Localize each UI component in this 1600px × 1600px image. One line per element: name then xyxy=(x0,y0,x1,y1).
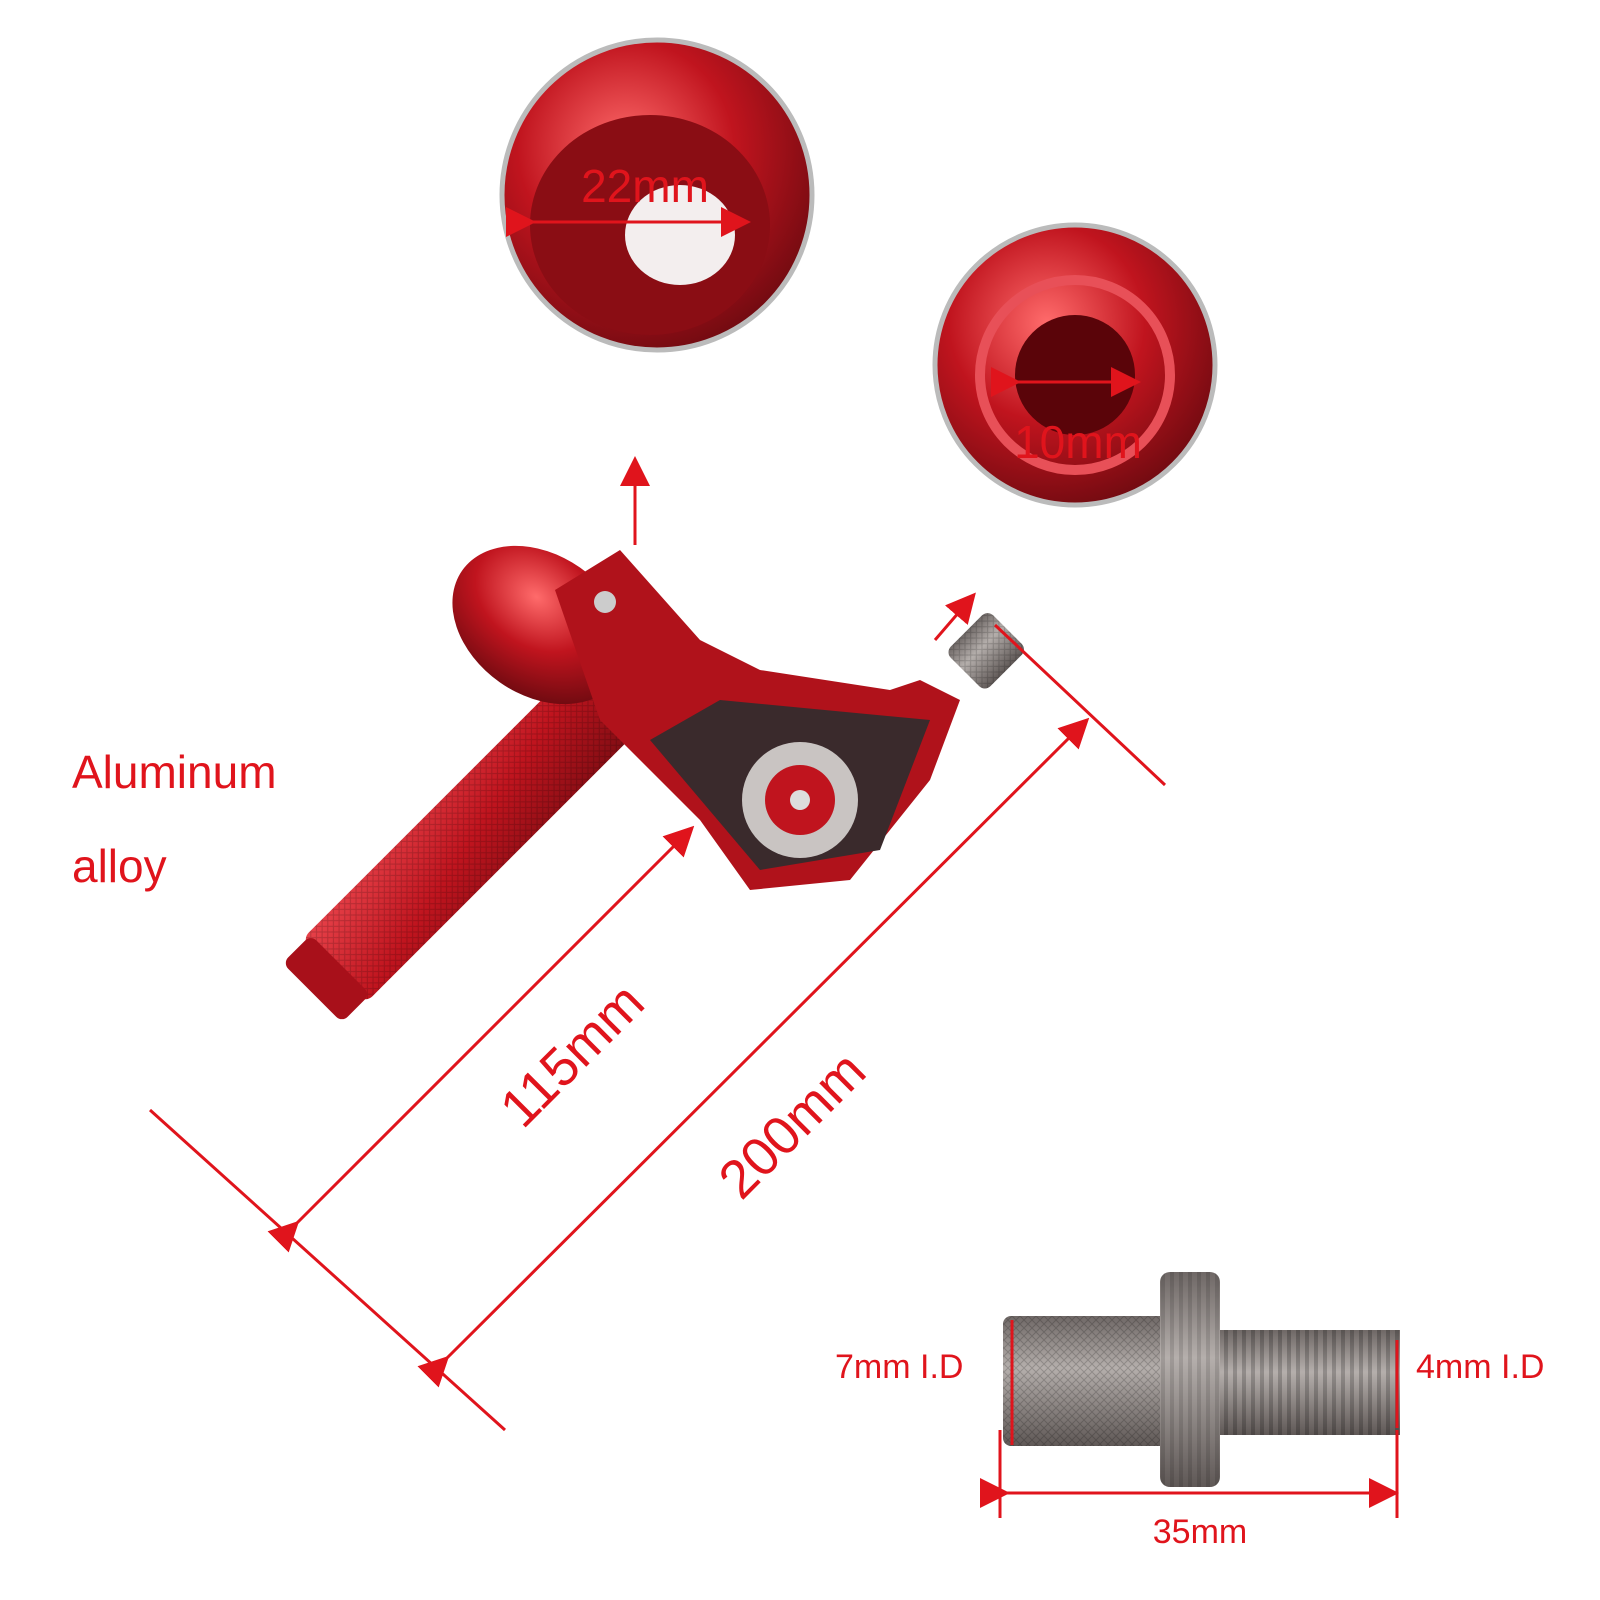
cable-adjuster-image xyxy=(1003,1272,1400,1487)
extension-line-right xyxy=(993,623,1167,787)
cable-port-label: 10mm xyxy=(1014,416,1142,468)
bore-detail-circle: 22mm xyxy=(499,37,815,353)
throttle-product-image xyxy=(285,545,1024,1020)
material-label-line2: alloy xyxy=(72,840,167,892)
bore-label: 22mm xyxy=(581,160,709,212)
extension-line-left xyxy=(148,1108,507,1432)
total-length-dimension-line xyxy=(417,717,1090,1388)
grip-length-dimension-line xyxy=(267,825,695,1253)
total-length-label: 200mm xyxy=(707,1040,877,1210)
cable-port-detail-circle: 10mm xyxy=(932,222,1218,508)
grip-length-label: 115mm xyxy=(489,972,656,1139)
left-id-label: 7mm I.D xyxy=(835,1348,963,1386)
arrow-diagonal-icon xyxy=(933,592,976,641)
adjuster-length-label: 35mm xyxy=(1153,1513,1247,1551)
material-label-line1: Aluminum xyxy=(72,746,277,798)
right-id-label: 4mm I.D xyxy=(1416,1348,1544,1386)
